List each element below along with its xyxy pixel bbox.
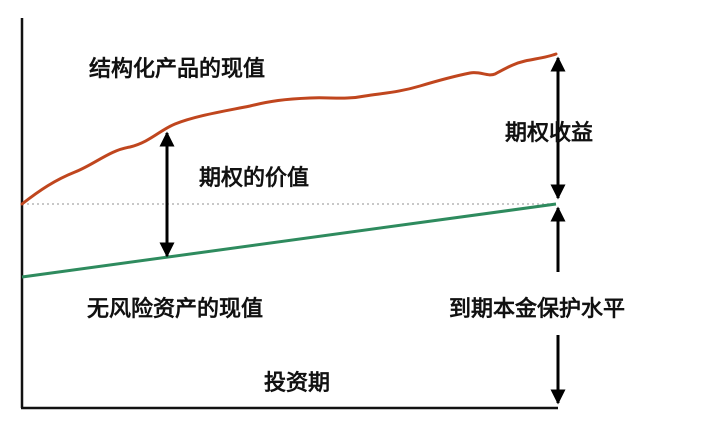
structured-value-curve xyxy=(20,52,558,206)
investment-period-label: 投资期 xyxy=(264,371,331,396)
option-payoff-label: 期权收益 xyxy=(505,121,594,146)
option-value-label: 期权的价值 xyxy=(199,166,310,191)
riskfree-value-label: 无风险资产的现值 xyxy=(87,297,264,322)
structured-value-label: 结构化产品的现值 xyxy=(89,57,266,82)
protection-level-label: 到期本金保护水平 xyxy=(449,297,626,322)
riskfree-value-line xyxy=(21,202,557,279)
